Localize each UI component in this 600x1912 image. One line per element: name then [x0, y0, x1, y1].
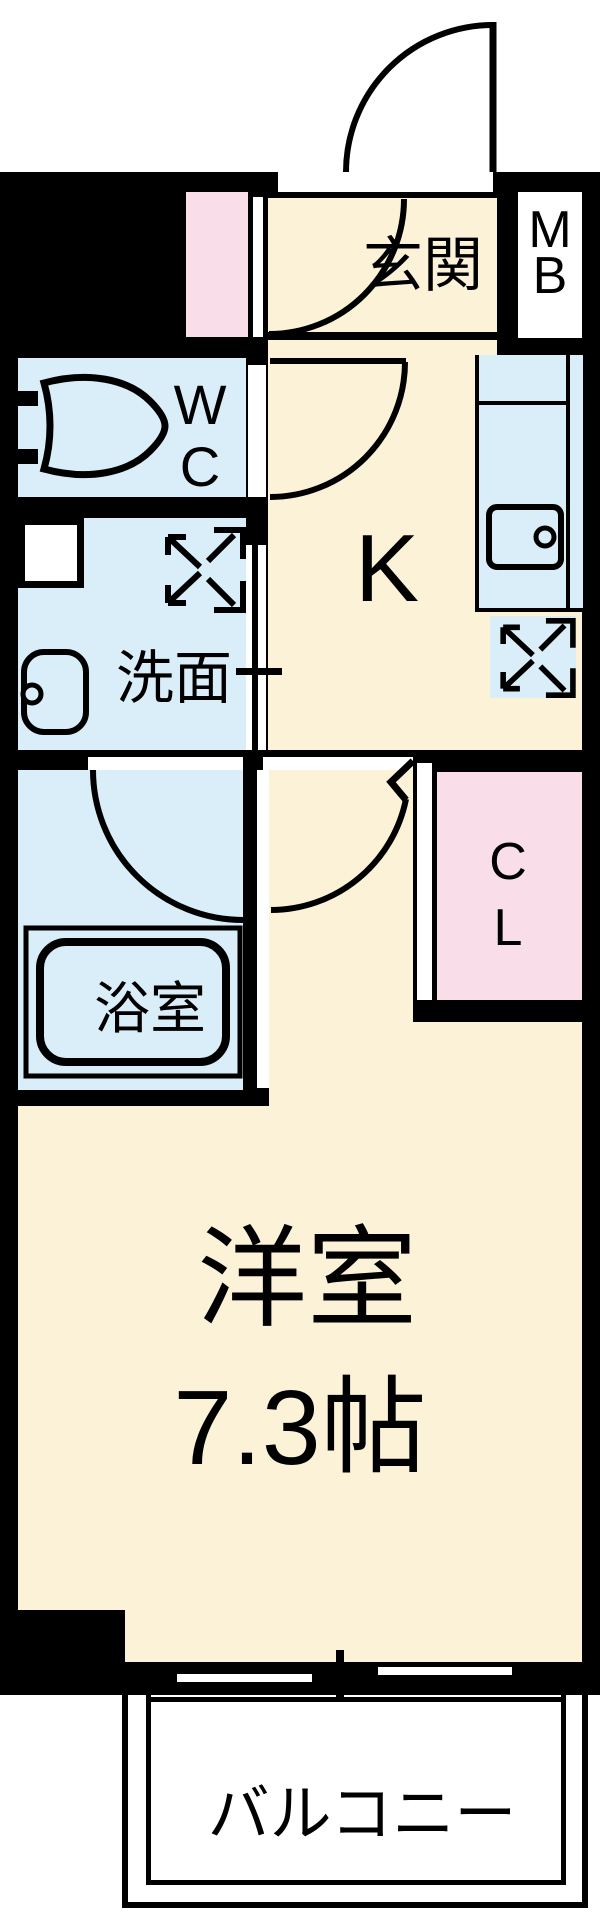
room-western-main	[18, 1106, 582, 1662]
balcony-inner-right	[561, 1695, 566, 1885]
label-closet: C L	[489, 829, 527, 961]
label-western-room-size: 7.3帖	[173, 1369, 427, 1487]
kitchen-sink-icon	[486, 504, 564, 570]
balcony-outer-bottom	[122, 1902, 588, 1908]
western-room-door-swing	[270, 758, 416, 913]
room-meter-box	[510, 184, 590, 346]
label-meter-box-b: B	[532, 247, 568, 305]
label-wc: W C	[174, 374, 227, 498]
kitchen-counter-divider	[475, 401, 566, 405]
room-genkan	[268, 198, 497, 332]
kitchen-counter-edge-line	[566, 355, 570, 612]
washroom-pipe-box	[18, 518, 84, 588]
balcony-window-center-tick	[336, 1650, 344, 1700]
kitchen-vent-fan-icon	[503, 621, 573, 695]
kitchen-door-swing	[269, 358, 408, 500]
label-bathroom: 浴室	[94, 977, 206, 1040]
room-closet	[437, 772, 582, 1000]
label-meter-box: M B	[528, 201, 572, 305]
label-meter-box-m: M	[528, 201, 572, 259]
western-room-door-opening	[263, 757, 413, 770]
balcony-inner-bottom	[146, 1880, 566, 1885]
shoe-cabinet	[186, 192, 248, 337]
label-closet-l: L	[493, 899, 523, 957]
closet-sliding-door	[417, 763, 432, 1000]
washroom-vent-fan-icon	[168, 530, 243, 610]
western-room-below-closet	[413, 1022, 582, 1106]
balcony-window-pane-left	[177, 1674, 312, 1682]
room-kitchen-floor-left	[268, 340, 497, 750]
label-kitchen: K	[354, 515, 420, 622]
genkan-door-swing-arc	[268, 198, 407, 337]
washroom-sliding-door-leaf	[252, 545, 258, 750]
washroom-sliding-door-tick	[236, 668, 282, 675]
label-wc-w: W	[173, 373, 227, 436]
bathroom-door-opening	[88, 757, 243, 770]
balcony-outer-right	[582, 1695, 588, 1908]
entrance-opening	[278, 172, 493, 192]
label-washroom: 洗面	[115, 646, 233, 711]
western-room-hall-strip	[269, 770, 413, 1106]
washbasin-icon	[20, 649, 89, 735]
label-genkan: 玄関	[363, 232, 483, 299]
bathroom-side-gap	[257, 770, 269, 1088]
bottom-left-wall-block	[0, 1610, 125, 1695]
label-wc-c: C	[179, 435, 221, 498]
wc-door-opening	[248, 365, 266, 497]
label-western-room: 洋室	[197, 1218, 417, 1341]
balcony-inner-left	[146, 1695, 151, 1885]
shoe-cabinet-door	[253, 197, 263, 337]
balcony-inner-top	[146, 1697, 566, 1702]
front-door-swing	[343, 22, 497, 173]
balcony-outer-left	[122, 1695, 128, 1908]
label-balcony: バルコニー	[207, 1780, 517, 1849]
bathtub-icon	[23, 925, 243, 1079]
bathroom-door-swing-arc	[90, 769, 244, 923]
label-closet-c: C	[489, 833, 527, 891]
toilet-icon	[18, 374, 169, 478]
balcony-window-pane-right	[378, 1667, 512, 1675]
